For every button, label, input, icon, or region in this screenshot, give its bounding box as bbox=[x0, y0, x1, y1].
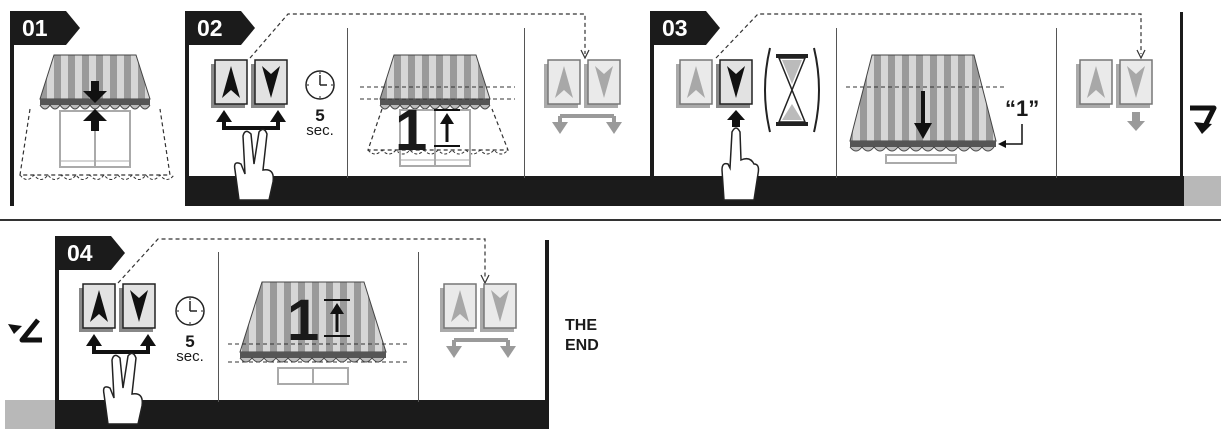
awning-retracting-illustration bbox=[19, 54, 175, 180]
limit-up-arrow-icon bbox=[434, 109, 460, 147]
panel-01-left-frame bbox=[10, 20, 14, 206]
timer-unit: sec. bbox=[306, 122, 334, 139]
pointing-hand-icon bbox=[721, 127, 760, 201]
timer-value: 5 bbox=[185, 332, 195, 351]
limit-up-arrow-icon-04 bbox=[324, 299, 350, 337]
double-arrow-icon-04 bbox=[86, 334, 156, 354]
panel-03-grey-extension bbox=[1184, 176, 1221, 206]
buttons-released-grey-03 bbox=[1075, 59, 1153, 109]
panel-02-divider-1 bbox=[347, 28, 348, 178]
panel-03-divider-2 bbox=[1056, 28, 1057, 178]
dashed-connector-02 bbox=[249, 13, 590, 60]
panel-04-divider-1 bbox=[218, 252, 219, 402]
dashed-connector-04 bbox=[117, 238, 490, 285]
up-down-buttons-pressed-04 bbox=[78, 283, 156, 333]
position-digit: 1 bbox=[395, 98, 428, 163]
step-badge-shape bbox=[185, 11, 255, 45]
step-label-02: 02 bbox=[185, 11, 257, 45]
single-up-arrow-icon bbox=[727, 110, 745, 127]
panel-04-divider-2 bbox=[418, 252, 419, 402]
two-finger-hand-icon-04 bbox=[102, 352, 144, 425]
panel-03-divider-1 bbox=[836, 28, 837, 178]
down-button-pressed bbox=[676, 59, 753, 108]
double-arrow-icon bbox=[216, 110, 286, 130]
released-down-arrow-icon bbox=[1127, 112, 1145, 131]
step-number: 02 bbox=[197, 15, 223, 41]
panel-02-divider-2 bbox=[524, 28, 525, 178]
dashed-connector-03 bbox=[715, 13, 1146, 60]
step-badge-shape bbox=[55, 236, 125, 270]
timer-label-04: 5 sec. bbox=[166, 332, 214, 365]
buttons-released-grey bbox=[543, 59, 621, 109]
clock-icon-04 bbox=[175, 296, 205, 326]
two-finger-hand-icon bbox=[233, 128, 275, 201]
position-digit-04: 1 bbox=[287, 288, 320, 353]
clock-icon bbox=[305, 70, 335, 100]
panel-04-grey-lead bbox=[5, 400, 55, 429]
the-end-line-2: END bbox=[565, 337, 599, 354]
panel-03-right-frame bbox=[1180, 12, 1183, 176]
curved-arrow-icon-next bbox=[1190, 105, 1217, 134]
step-label-03: 03 bbox=[650, 11, 722, 45]
curved-arrow-icon-continue bbox=[8, 318, 42, 343]
released-double-arrow-icon-04 bbox=[446, 338, 516, 358]
awning-extending-illustration bbox=[846, 54, 1006, 164]
position-1-marker: “1” bbox=[1005, 96, 1040, 121]
the-end-label: THE END bbox=[565, 316, 599, 356]
buttons-released-grey-04 bbox=[439, 283, 517, 333]
marker-pointer-arrow-icon bbox=[998, 124, 1023, 148]
timer-unit: sec. bbox=[176, 348, 204, 365]
panel-04-left-frame bbox=[55, 244, 59, 429]
step-badge-shape bbox=[650, 11, 720, 45]
timer-label: 5 sec. bbox=[296, 106, 344, 139]
panel-02-left-frame bbox=[185, 20, 189, 206]
panel-04-right-frame bbox=[545, 240, 549, 400]
up-down-buttons-pressed bbox=[210, 59, 288, 109]
hourglass-icon bbox=[764, 47, 820, 133]
step-badge-shape bbox=[10, 11, 80, 45]
the-end-line-1: THE bbox=[565, 317, 597, 334]
step-number: 01 bbox=[22, 15, 48, 41]
step-number: 04 bbox=[67, 240, 93, 266]
step-number: 03 bbox=[662, 15, 688, 41]
panel-03-left-frame bbox=[650, 20, 654, 206]
timer-value: 5 bbox=[315, 106, 325, 125]
row-separator bbox=[0, 219, 1221, 221]
step-label-04: 04 bbox=[55, 236, 127, 270]
step-label-01: 01 bbox=[10, 11, 82, 45]
awning-position-1-illustration bbox=[360, 54, 515, 167]
converging-arrows-icon bbox=[83, 81, 107, 131]
released-double-arrow-icon bbox=[552, 114, 622, 134]
